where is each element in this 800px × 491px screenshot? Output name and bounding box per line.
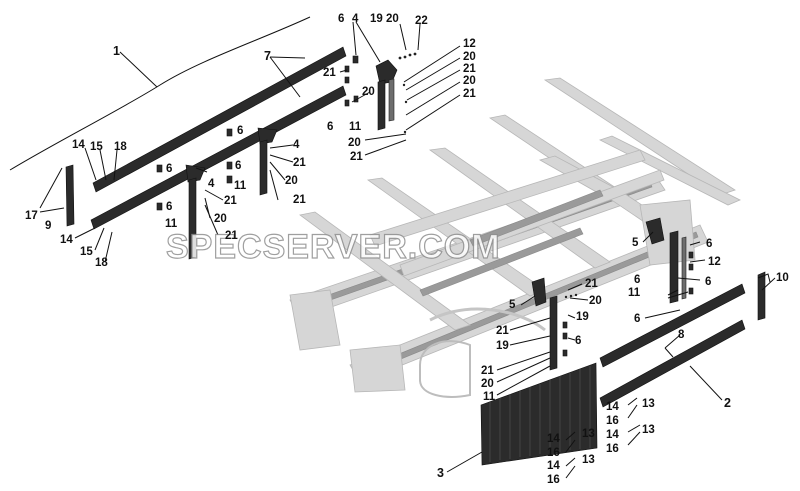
watermark-text: SPECSERVER.COM bbox=[166, 228, 501, 266]
callout-label: 11 bbox=[349, 121, 362, 133]
callout-label: 21 bbox=[585, 278, 598, 290]
callout-label: 20 bbox=[481, 378, 494, 390]
centre-post-and-panel bbox=[480, 277, 598, 466]
callout-label: 20 bbox=[285, 175, 298, 187]
callout-label: 14 bbox=[72, 139, 85, 151]
callout-label: 7 bbox=[264, 49, 271, 63]
callout-label: 21 bbox=[293, 157, 306, 169]
callout-label: 6 bbox=[705, 276, 711, 288]
callout-label: 19 bbox=[576, 311, 589, 323]
callout-label: 16 bbox=[547, 474, 560, 486]
callout-label: 18 bbox=[95, 257, 108, 269]
right-bracket-assembly bbox=[645, 217, 771, 321]
callout-label: 21 bbox=[224, 195, 237, 207]
callout-label: 11 bbox=[483, 391, 496, 403]
callout-label: 20 bbox=[463, 75, 476, 87]
callout-label: 6 bbox=[575, 335, 581, 347]
callout-label: 20 bbox=[214, 213, 227, 225]
callout-label: 21 bbox=[350, 151, 363, 163]
callout-label: 13 bbox=[642, 424, 655, 436]
callout-label: 6 bbox=[166, 163, 172, 175]
callout-label: 15 bbox=[90, 141, 103, 153]
callout-label: 11 bbox=[628, 287, 641, 299]
callout-label: 6 bbox=[237, 125, 243, 137]
callout-label: 13 bbox=[582, 454, 595, 466]
callout-label: 19 bbox=[496, 340, 509, 352]
callout-label: 6 bbox=[166, 201, 172, 213]
callout-label: 17 bbox=[25, 210, 38, 222]
callout-label: 20 bbox=[348, 137, 361, 149]
callout-label: 5 bbox=[632, 237, 639, 249]
callout-label: 14 bbox=[547, 433, 560, 445]
callout-label: 21 bbox=[463, 63, 476, 75]
callout-label: 14 bbox=[60, 234, 73, 246]
callout-label: 21 bbox=[463, 88, 476, 100]
callout-label: 15 bbox=[80, 246, 93, 258]
callout-label: 14 bbox=[606, 429, 619, 441]
callout-label: 6 bbox=[706, 238, 712, 250]
callout-label: 20 bbox=[463, 51, 476, 63]
callout-label: 4 bbox=[208, 178, 215, 190]
callout-label: 12 bbox=[463, 38, 476, 50]
callout-label: 11 bbox=[165, 218, 178, 230]
callout-label: 3 bbox=[437, 466, 444, 480]
lower-right-rails bbox=[599, 283, 746, 408]
callout-label: 21 bbox=[293, 194, 306, 206]
callout-label: 5 bbox=[509, 299, 516, 311]
callout-label: 22 bbox=[415, 15, 428, 27]
callout-label: 20 bbox=[362, 86, 375, 98]
callout-label: 20 bbox=[589, 295, 602, 307]
callout-label: 11 bbox=[234, 180, 247, 192]
callout-label: 4 bbox=[352, 13, 359, 25]
callout-label: 16 bbox=[606, 443, 619, 455]
callout-label: 6 bbox=[634, 313, 640, 325]
callout-label: 14 bbox=[606, 401, 619, 413]
callout-label: 19 bbox=[370, 13, 383, 25]
callout-label: 4 bbox=[293, 139, 300, 151]
callout-labels: 1 7 6 4 19 20 22 12 20 21 20 21 21 20 6 … bbox=[25, 13, 789, 486]
callout-label: 20 bbox=[386, 13, 399, 25]
callout-label: 12 bbox=[708, 256, 721, 268]
callout-label: 6 bbox=[634, 274, 640, 286]
left-rail-assembly bbox=[65, 46, 347, 260]
callout-label: 2 bbox=[724, 396, 731, 410]
callout-label: 9 bbox=[45, 220, 51, 232]
callout-label: 16 bbox=[547, 447, 560, 459]
callout-label: 13 bbox=[642, 398, 655, 410]
chassis-frame bbox=[289, 77, 741, 398]
callout-label: 21 bbox=[225, 230, 238, 242]
callout-label: 6 bbox=[338, 13, 344, 25]
callout-label: 21 bbox=[496, 325, 509, 337]
callout-label: 21 bbox=[323, 67, 336, 79]
callout-label: 6 bbox=[327, 121, 333, 133]
upper-bracket-assembly bbox=[344, 52, 417, 134]
callout-label: 21 bbox=[481, 365, 494, 377]
callout-label: 1 bbox=[113, 44, 120, 58]
callout-label: 10 bbox=[776, 272, 789, 284]
callout-label: 13 bbox=[582, 428, 595, 440]
leader-lines bbox=[9, 16, 776, 479]
callout-label: 8 bbox=[678, 329, 685, 341]
callout-label: 14 bbox=[547, 460, 560, 472]
callout-label: 16 bbox=[606, 415, 619, 427]
callout-label: 6 bbox=[235, 160, 241, 172]
callout-label: 18 bbox=[114, 141, 127, 153]
